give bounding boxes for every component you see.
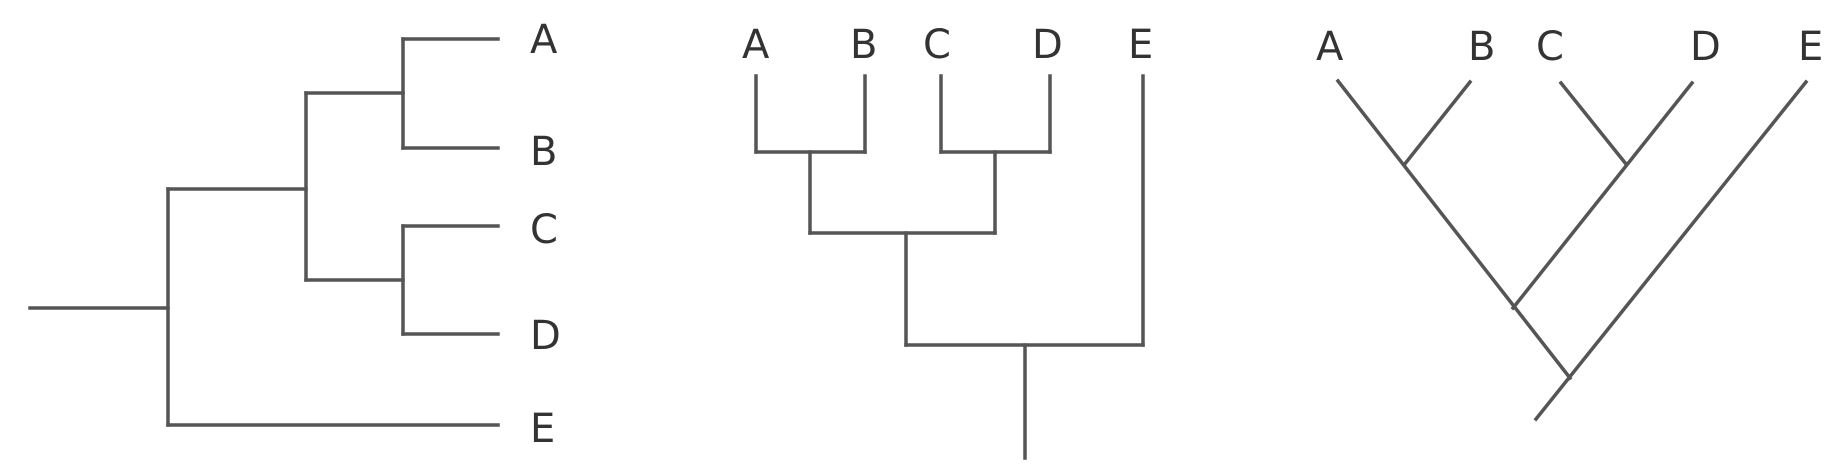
taxon-label-b: B — [1468, 24, 1495, 70]
taxon-label-c: C — [923, 22, 951, 68]
branch-e-to-root — [1533, 79, 1809, 422]
taxon-label-a: A — [530, 17, 558, 63]
taxon-label-b: B — [850, 22, 877, 68]
taxon-label-e: E — [530, 406, 555, 452]
taxon-label-d: D — [530, 313, 561, 359]
branch-to-b — [1401, 79, 1473, 168]
branch-to-c — [1558, 80, 1629, 167]
taxon-label-a: A — [1316, 24, 1344, 70]
taxon-label-e: E — [1798, 24, 1823, 70]
taxon-label-a: A — [742, 22, 770, 68]
tree-horizontal: A B C D E — [28, 17, 561, 452]
taxon-label-c: C — [1536, 24, 1564, 70]
taxon-label-e: E — [1128, 22, 1153, 68]
taxon-label-c: C — [530, 207, 558, 253]
branch-d-to-node — [1510, 80, 1695, 311]
taxon-label-d: D — [1690, 24, 1721, 70]
tree-vertical: A B C D E — [742, 22, 1153, 460]
branch-a-to-root — [1335, 78, 1573, 381]
taxon-label-d: D — [1032, 22, 1063, 68]
tree-slanted: A B C D E — [1316, 24, 1823, 422]
taxon-label-b: B — [530, 129, 557, 175]
